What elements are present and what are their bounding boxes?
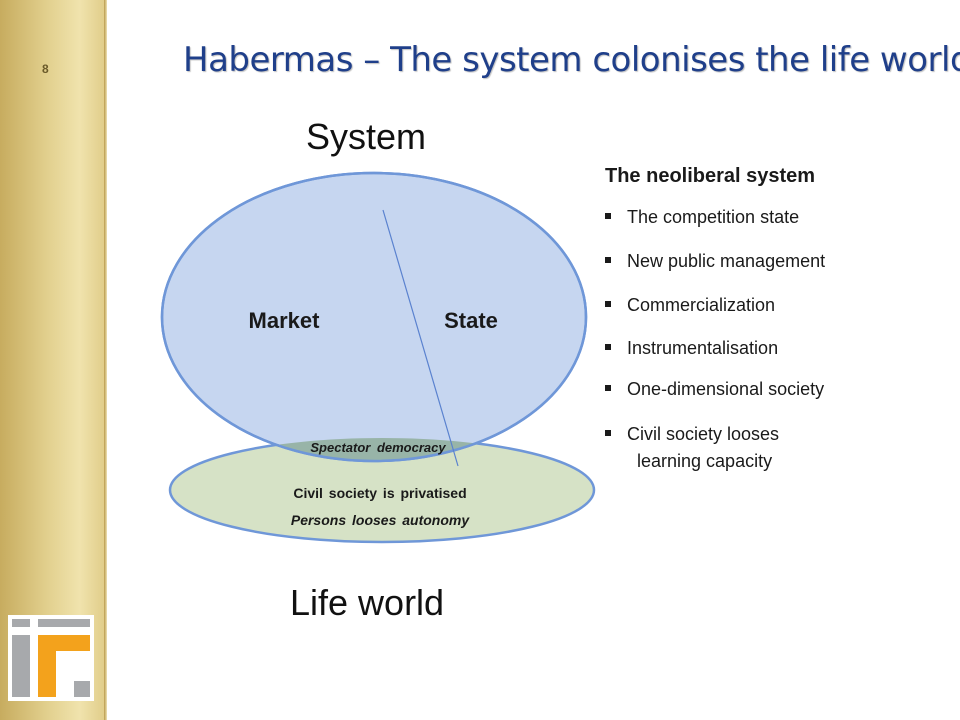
- list-item: New public management: [605, 251, 825, 272]
- persons-autonomy-label: Persons looses autonomy: [291, 512, 470, 528]
- list-item: The competition state: [605, 207, 799, 228]
- bullet-square-icon: [605, 430, 611, 437]
- list-item: Commercialization: [605, 295, 775, 316]
- civil-society-label: Civil society is privatised: [293, 485, 466, 501]
- market-state-divider: [382, 209, 459, 467]
- sidebar-band: [0, 0, 106, 720]
- ir-logo: [8, 615, 94, 701]
- panel-title: The neoliberal system: [605, 165, 816, 187]
- bullet-square-icon: [605, 344, 611, 351]
- system-label: System: [306, 116, 427, 157]
- bullet-square-icon: [605, 301, 611, 308]
- list-item: One-dimensional society: [605, 379, 824, 400]
- slide-number: 8: [42, 62, 49, 76]
- spectator-democracy-label: Spectator democracy: [310, 440, 446, 455]
- list-item-continuation: learning capacity: [637, 451, 773, 471]
- bullet-square-icon: [605, 385, 611, 392]
- system-outline: [160, 171, 588, 463]
- bullet-square-icon: [605, 213, 611, 220]
- sidebar-edge: [104, 0, 107, 720]
- list-item: Instrumentalisation: [605, 338, 778, 359]
- state-label: State: [444, 308, 498, 333]
- market-label: Market: [249, 308, 321, 333]
- system-ellipse: [160, 171, 588, 463]
- life-world-label: Life world: [290, 582, 445, 623]
- slide-title: Habermas – The system colonises the life…: [183, 40, 960, 80]
- bullet-square-icon: [605, 257, 611, 264]
